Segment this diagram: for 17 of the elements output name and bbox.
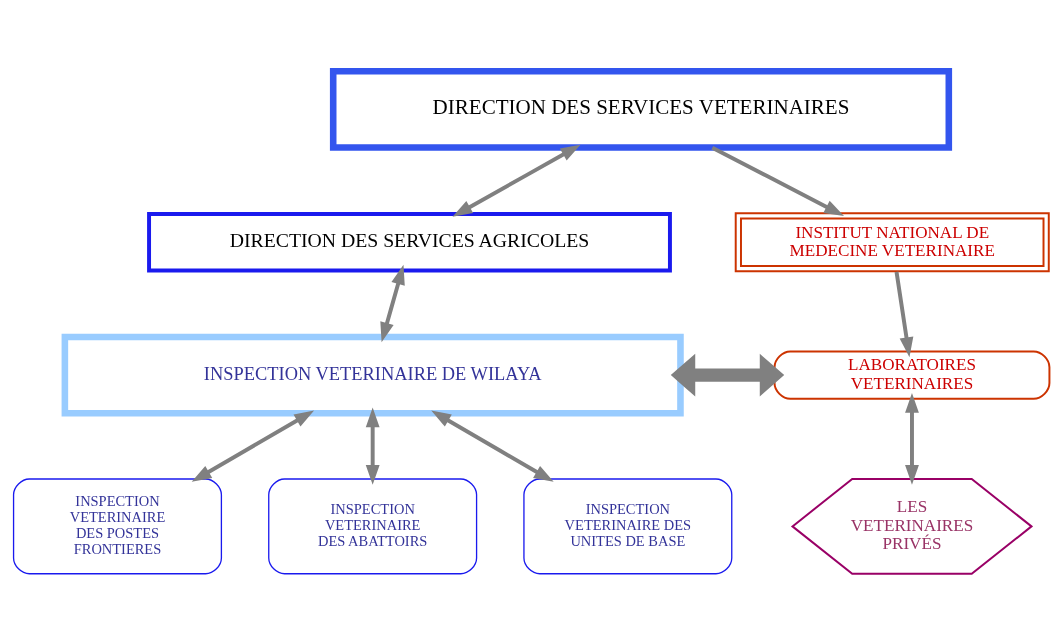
- node-box: INSPECTION VETERINAIRE DE WILAYA: [61, 333, 684, 417]
- arrow: [380, 264, 405, 342]
- node-box: INSPECTION VETERINAIRE DES UNITES DE BASE: [523, 477, 733, 574]
- arrow: [191, 410, 315, 482]
- arrow: [711, 145, 845, 216]
- node-box: INSPECTION VETERINAIRE DES ABATTOIRS: [268, 477, 478, 574]
- arrow: [431, 410, 554, 482]
- node-box: DIRECTION DES SERVICES AGRICOLES: [147, 211, 672, 272]
- node-box: INSPECTION VETERINAIRE DES POSTES FRONTIERES: [12, 477, 223, 574]
- arrow: [365, 407, 380, 485]
- node-box: DIRECTION DES SERVICES VETERINAIRES: [329, 67, 953, 151]
- arrow: [670, 353, 785, 396]
- node-box: INSTITUT NATIONAL DE MEDECINE VETERINAIRE: [734, 211, 1050, 272]
- arrow: [894, 271, 914, 357]
- node-box: LABORATOIRES VETERINAIRES: [773, 349, 1051, 400]
- arrow: [905, 392, 919, 485]
- arrow: [452, 144, 581, 217]
